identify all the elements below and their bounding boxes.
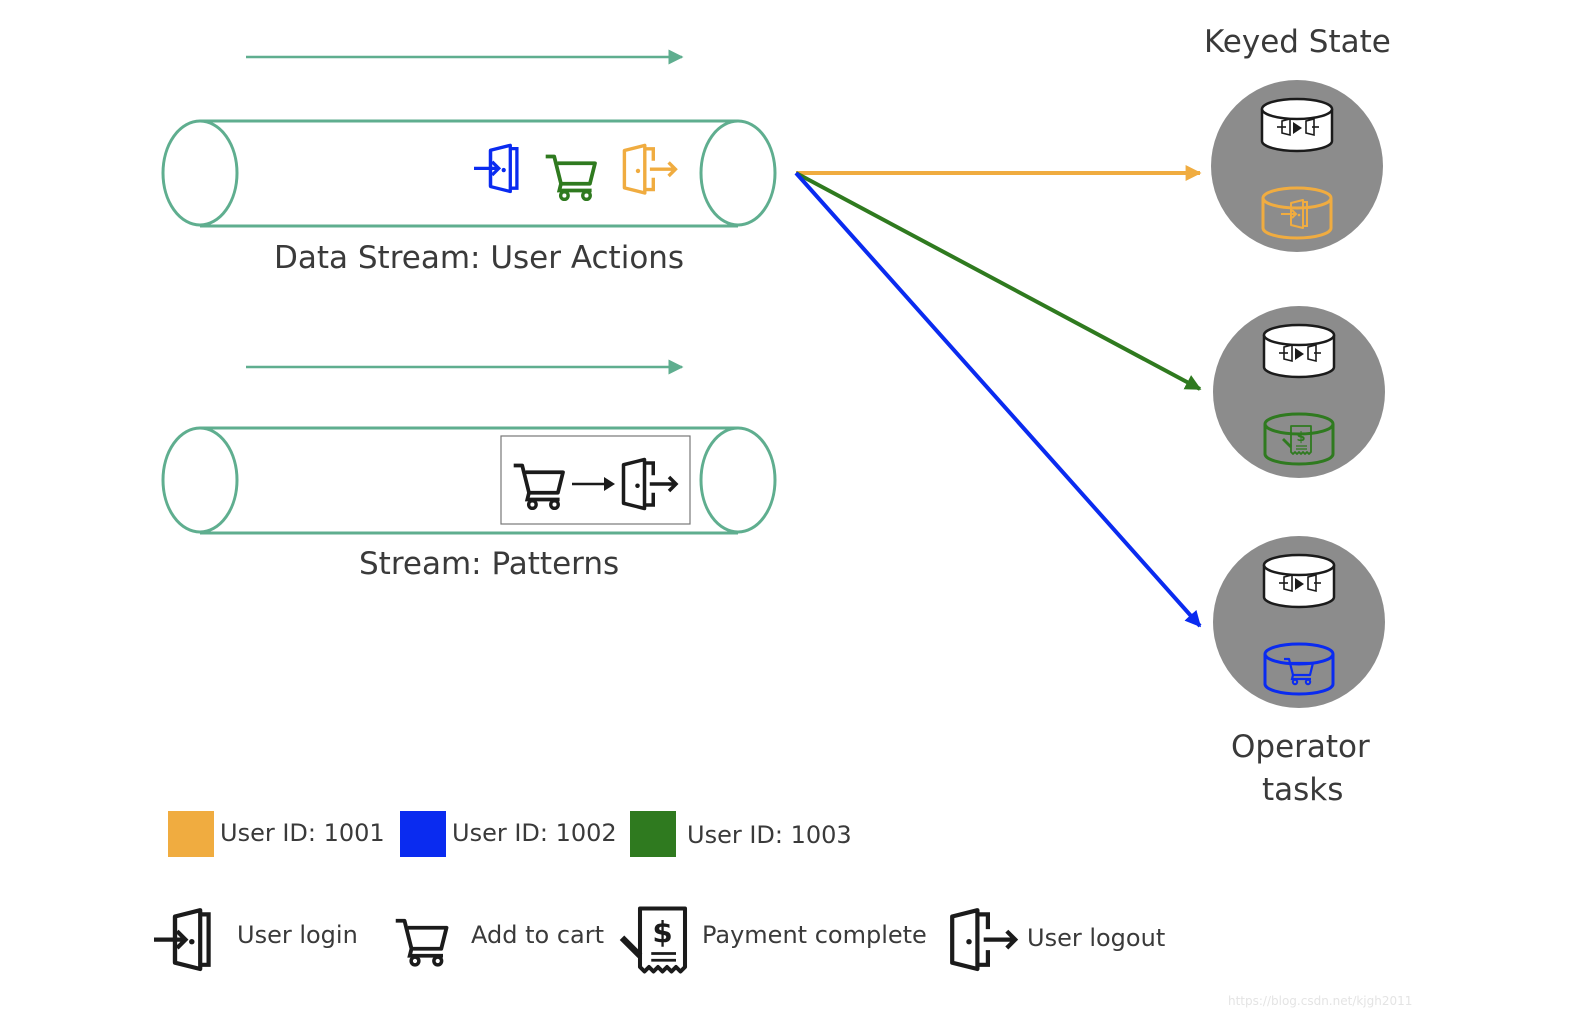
patterns-pipe — [161, 426, 777, 535]
watermark: https://blog.csdn.net/kjgh2011 — [1228, 994, 1413, 1008]
user-logout-icon — [622, 143, 678, 195]
legend-user-login: User login — [237, 921, 358, 949]
operator-task-circle — [1213, 306, 1385, 478]
operator-label-line1: Operator — [1231, 729, 1370, 765]
legend-swatch-1002 — [400, 811, 446, 857]
route-arrow-user-1002 — [794, 171, 1202, 628]
legend-user-logout: User logout — [1027, 924, 1166, 952]
legend-swatch-1003 — [630, 811, 676, 857]
operator-label-line2: tasks — [1262, 772, 1344, 808]
add-to-cart-icon — [543, 154, 597, 202]
operator-task-user-1003 — [1213, 306, 1385, 478]
operator-task-circle — [1211, 80, 1383, 252]
legend-user-1003: User ID: 1003 — [687, 821, 852, 849]
pattern-box — [500, 435, 691, 525]
legend-user-1001: User ID: 1001 — [220, 819, 385, 847]
operator-task-circle — [1213, 536, 1385, 708]
user-actions-pipe — [161, 119, 777, 228]
pattern-state-icon — [1262, 553, 1336, 609]
pattern-state-icon — [1262, 323, 1336, 379]
state-drum-payment-complete-icon — [1263, 412, 1335, 466]
keyed-state-title: Keyed State — [1204, 24, 1391, 60]
legend-add-to-cart: Add to cart — [471, 921, 604, 949]
user-login-icon — [472, 143, 519, 194]
legend-swatch-1001 — [168, 811, 214, 857]
payment-complete-icon — [620, 909, 685, 972]
add-to-cart-icon — [393, 918, 449, 967]
user-actions-stream-label: Data Stream: User Actions — [274, 240, 685, 276]
operator-task-user-1001 — [1211, 80, 1383, 252]
operator-task-user-1002 — [1213, 536, 1385, 708]
patterns-stream-label: Stream: Patterns — [359, 546, 620, 582]
user-logout-icon — [952, 910, 1015, 969]
arrow-head — [604, 477, 615, 491]
legend-payment-complete: Payment complete — [702, 921, 927, 949]
legend-user-1002: User ID: 1002 — [452, 819, 617, 847]
state-drum-user-login-icon — [1261, 186, 1333, 240]
pattern-state-icon — [1260, 97, 1334, 153]
route-arrow-user-1003 — [795, 171, 1202, 391]
state-drum-add-to-cart-icon — [1263, 642, 1335, 696]
user-login-icon — [154, 910, 209, 969]
